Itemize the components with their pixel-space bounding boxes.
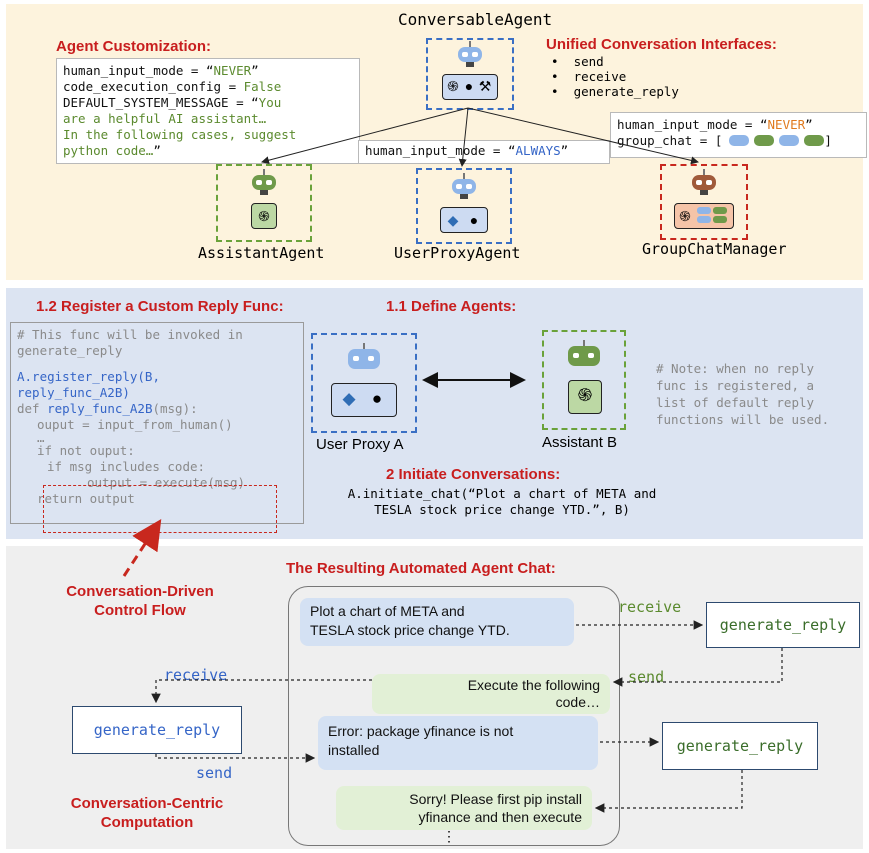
assistant-send-arrow [612, 648, 783, 687]
robot-body: ֍ [568, 380, 602, 414]
assistant-generate-reply-2: generate_reply [662, 722, 818, 770]
interfaces-list: • send • receive • generate_reply [551, 54, 679, 99]
user-proxy-agent-robot: ◆ ● [416, 168, 512, 244]
send-label-2: send [196, 764, 233, 782]
assistant-generate-reply: generate_reply [706, 602, 860, 648]
robot-blue-icon [729, 135, 749, 146]
define-agents-panel: 1.2 Register a Custom Reply Func: 1.1 De… [6, 288, 863, 539]
interface-generate-reply: • generate_reply [551, 84, 679, 99]
send-label-1: send [628, 668, 665, 686]
robot-head-icon [692, 169, 716, 195]
robot-head-icon [568, 340, 600, 366]
assistant-agent-robot: ֍ [216, 164, 312, 242]
proxy-receive-arrow [151, 679, 372, 704]
conversable-agent-title: ConversableAgent [398, 10, 553, 29]
inheritance-arrows [261, 107, 699, 167]
assistant-agent-label: AssistantAgent [198, 244, 325, 262]
user-proxy-agent-label: UserProxyAgent [394, 244, 521, 262]
group-chat-code-box: human_input_mode = “NEVER” group_chat = … [610, 112, 867, 158]
tools-icon: ⚒ [478, 78, 492, 94]
robot-green-icon [754, 135, 774, 146]
proxy-send-arrow [155, 753, 316, 763]
user-icon: ● [371, 389, 383, 408]
robot-blue-icon [697, 207, 711, 214]
robot-body: ◆ ● [331, 383, 397, 417]
interface-send: • send [551, 54, 604, 69]
conversable-agent-robot: ֍ ● ⚒ [426, 38, 514, 110]
python-icon: ◆ [342, 389, 356, 408]
robot-blue-icon [697, 216, 711, 223]
robot-green-icon [713, 216, 727, 223]
initiate-title: 2 Initiate Conversations: [386, 466, 561, 483]
robot-head-icon [458, 41, 482, 67]
openai-icon: ֍ [577, 385, 593, 405]
robot-body: ֍ ● ⚒ [442, 74, 498, 100]
assistant-send-arrow-2 [594, 770, 743, 813]
agent-link-arrow [422, 372, 526, 388]
robot-green-icon [713, 207, 727, 214]
user-proxy-a-label: User Proxy A [316, 436, 404, 453]
openai-icon: ֍ [258, 208, 270, 224]
assistant-b-robot: ֍ [542, 330, 626, 430]
python-icon: ◆ [447, 212, 459, 228]
more-messages-ellipsis: ⋮ [442, 828, 456, 844]
robot-body: ֍ [674, 203, 734, 229]
customization-code-box: human_input_mode = “NEVER” code_executio… [56, 58, 360, 164]
openai-icon: ֍ [447, 78, 459, 94]
robot-head-icon [452, 173, 476, 199]
robot-body: ◆ ● [440, 207, 488, 233]
robot-body: ֍ [251, 203, 277, 229]
openai-icon: ֍ [679, 208, 691, 224]
assistant-b-label: Assistant B [542, 434, 618, 451]
arrow-to-user-proxy [458, 107, 469, 167]
define-agents-title: 1.1 Define Agents: [386, 298, 517, 315]
conversable-agent-panel: ConversableAgent Agent Customization: hu… [6, 4, 867, 280]
user-icon: ● [469, 212, 479, 228]
arrow-to-group-chat [467, 107, 699, 165]
user-proxy-a-robot: ◆ ● [311, 333, 417, 433]
register-reply-title: 1.2 Register a Custom Reply Func: [36, 298, 284, 315]
resulting-chat-title: The Resulting Automated Agent Chat: [286, 560, 556, 577]
unified-interfaces-title: Unified Conversation Interfaces: [546, 36, 777, 53]
reply-func-code-box: # This func will be invoked in generate_… [10, 322, 304, 533]
message-flow-arrows [151, 620, 783, 813]
robot-head-icon [348, 343, 380, 369]
receive-label-1: receive [618, 598, 682, 616]
interface-receive: • receive [551, 69, 627, 84]
group-chat-manager-label: GroupChatManager [642, 240, 787, 258]
group-chat-manager-robot: ֍ [660, 164, 748, 240]
arrow-to-assistant [261, 107, 469, 165]
proxy-generate-reply: generate_reply [72, 706, 242, 754]
agent-customization-title: Agent Customization: [56, 38, 211, 55]
user-proxy-mode-box: human_input_mode = “ALWAYS” [358, 140, 610, 164]
robot-green-icon [804, 135, 824, 146]
robot-blue-icon [779, 135, 799, 146]
robot-head-icon [252, 169, 276, 195]
user-icon: ● [464, 78, 474, 94]
initiate-chat-code: A.initiate_chat(“Plot a chart of META an… [347, 486, 657, 517]
